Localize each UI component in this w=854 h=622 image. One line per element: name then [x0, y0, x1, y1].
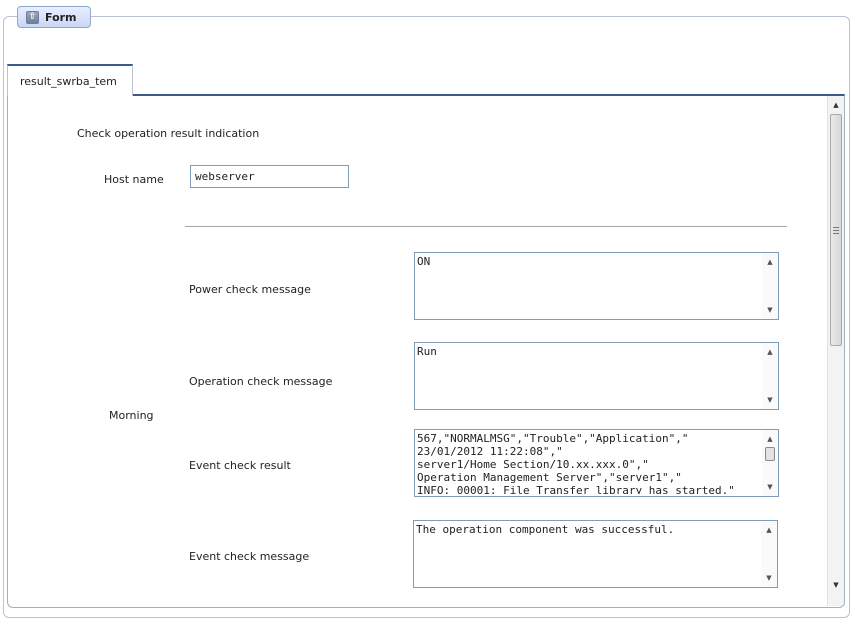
tab-result-swrba[interactable]: result_swrba_tem	[7, 64, 133, 96]
scroll-thumb[interactable]	[765, 447, 775, 461]
form-content: Check operation result indication Host n…	[8, 96, 828, 606]
power-check-label: Power check message	[189, 283, 311, 296]
host-name-input[interactable]	[190, 165, 349, 188]
scroll-up-icon[interactable]: ▲	[767, 258, 773, 266]
morning-group-label: Morning	[109, 409, 154, 422]
tab-label: result_swrba_tem	[20, 74, 117, 88]
section-divider	[185, 226, 787, 228]
event-check-result-label: Event check result	[189, 459, 291, 472]
panel-scroll-thumb[interactable]	[830, 114, 842, 346]
event-check-result-value: 567,"NORMALMSG","Trouble","Application",…	[417, 432, 735, 494]
collapse-up-icon: ⇧	[26, 10, 39, 24]
event-check-message-label: Event check message	[189, 550, 310, 563]
panel-scrollbar[interactable]: ▲ ▼	[827, 96, 844, 606]
event-check-result-textarea[interactable]: 567,"NORMALMSG","Trouble","Application",…	[414, 429, 779, 497]
operation-check-label: Operation check message	[189, 375, 333, 388]
scroll-down-icon[interactable]: ▼	[767, 483, 773, 491]
scroll-up-icon[interactable]: ▲	[767, 348, 773, 356]
tab-panel: Check operation result indication Host n…	[7, 94, 845, 608]
scroll-up-icon[interactable]: ▲	[833, 101, 839, 109]
form-title: Form	[45, 10, 77, 24]
event-check-message-value: The operation component was successful.	[416, 523, 675, 536]
section-title: Check operation result indication	[77, 127, 260, 140]
form-collapse-button[interactable]: ⇧ Form	[17, 6, 91, 28]
operation-check-value: Run	[417, 345, 437, 358]
power-check-value: ON	[417, 255, 431, 268]
power-check-scrollbar[interactable]: ▲ ▼	[762, 253, 778, 319]
operation-check-scrollbar[interactable]: ▲ ▼	[762, 343, 778, 409]
scroll-down-icon[interactable]: ▼	[766, 574, 772, 582]
power-check-textarea[interactable]: ON ▲ ▼	[414, 252, 779, 320]
operation-check-textarea[interactable]: Run ▲ ▼	[414, 342, 779, 410]
event-check-message-textarea[interactable]: The operation component was successful. …	[413, 520, 778, 588]
event-check-result-scrollbar[interactable]: ▲ ▼	[762, 430, 778, 496]
scroll-down-icon[interactable]: ▼	[767, 396, 773, 404]
scroll-up-icon[interactable]: ▲	[767, 435, 773, 443]
grip-icon	[833, 226, 839, 234]
host-name-label: Host name	[104, 173, 164, 186]
event-check-message-scrollbar[interactable]: ▲ ▼	[761, 521, 777, 587]
scroll-up-icon[interactable]: ▲	[766, 526, 772, 534]
scroll-down-icon[interactable]: ▼	[767, 306, 773, 314]
scroll-down-icon[interactable]: ▼	[833, 581, 839, 589]
